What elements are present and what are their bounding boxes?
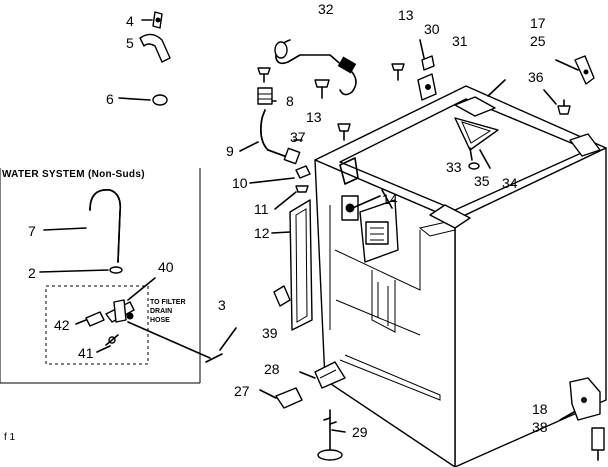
screw-part-37 bbox=[337, 123, 351, 141]
water-system-title: WATER SYSTEM (Non-Suds) bbox=[2, 169, 145, 180]
label-32: 32 bbox=[318, 1, 334, 17]
label-11: 11 bbox=[254, 201, 269, 217]
label-8: 8 bbox=[286, 93, 294, 109]
screw-part-36 bbox=[557, 99, 571, 115]
label-40: 40 bbox=[158, 259, 174, 275]
label-29: 29 bbox=[352, 424, 368, 440]
label-41: 41 bbox=[78, 345, 94, 361]
screw-near-part-32 bbox=[257, 67, 271, 83]
label-5: 5 bbox=[126, 35, 134, 51]
leveling-leg-part-29 bbox=[317, 409, 343, 461]
clip-part-4 bbox=[152, 11, 163, 29]
bracket-part-17 bbox=[574, 55, 595, 85]
label-6: 6 bbox=[106, 91, 114, 107]
screw-part-13-upper bbox=[391, 63, 405, 81]
bracket-part-28 bbox=[314, 361, 346, 389]
corner-mark: f 1 bbox=[4, 432, 16, 443]
label-35: 35 bbox=[474, 173, 490, 189]
label-33: 33 bbox=[446, 159, 462, 175]
label-4: 4 bbox=[126, 13, 134, 29]
label-42: 42 bbox=[54, 317, 70, 333]
control-block bbox=[341, 195, 399, 263]
label-14: 14 bbox=[382, 191, 398, 207]
label-38: 38 bbox=[532, 419, 548, 435]
switch-part-30-31 bbox=[417, 55, 437, 101]
label-30: 30 bbox=[424, 21, 440, 37]
label-13b: 13 bbox=[306, 109, 322, 125]
clamp-part-5 bbox=[139, 33, 171, 63]
water-system-inset bbox=[0, 168, 237, 384]
label-27: 27 bbox=[234, 383, 250, 399]
label-36: 36 bbox=[528, 69, 544, 85]
cabinet bbox=[314, 85, 607, 467]
filter-note-line-1: TO FILTER bbox=[150, 299, 186, 306]
label-17: 17 bbox=[530, 15, 546, 31]
screw-part-33 bbox=[469, 147, 473, 161]
label-34: 34 bbox=[502, 175, 518, 191]
screw-part-13-lower bbox=[314, 79, 330, 99]
label-2: 2 bbox=[28, 265, 36, 281]
nut-part-35 bbox=[468, 162, 480, 170]
label-18: 18 bbox=[532, 401, 548, 417]
label-28: 28 bbox=[264, 361, 280, 377]
side-panel-part-12 bbox=[289, 199, 313, 331]
filter-note-line-3: HOSE bbox=[150, 317, 170, 324]
leg-part-38 bbox=[591, 427, 605, 461]
filter-note-line-2: DRAIN bbox=[150, 308, 172, 315]
part-number-labels: 4 5 6 32 13 30 31 17 25 36 8 13 37 9 10 … bbox=[2, 1, 548, 443]
screw-part-11 bbox=[295, 185, 309, 193]
hose-part-9 bbox=[260, 109, 301, 165]
clamp-part-10 bbox=[295, 165, 311, 179]
leader-lines bbox=[39, 19, 579, 433]
label-12: 12 bbox=[254, 225, 270, 241]
label-10: 10 bbox=[232, 175, 248, 191]
label-31: 31 bbox=[452, 33, 468, 49]
label-37: 37 bbox=[290, 129, 306, 145]
clip-part-39 bbox=[273, 285, 291, 307]
grommet-part-8 bbox=[257, 87, 273, 105]
wire-harness-part-32 bbox=[274, 39, 357, 96]
ring-part-6 bbox=[152, 94, 168, 106]
label-13a: 13 bbox=[398, 7, 414, 23]
brace-part-18 bbox=[569, 377, 601, 421]
label-39: 39 bbox=[262, 325, 278, 341]
label-9: 9 bbox=[226, 143, 234, 159]
label-7: 7 bbox=[28, 223, 36, 239]
bracket-part-27 bbox=[275, 387, 303, 409]
label-3: 3 bbox=[218, 297, 226, 313]
label-25: 25 bbox=[530, 33, 546, 49]
